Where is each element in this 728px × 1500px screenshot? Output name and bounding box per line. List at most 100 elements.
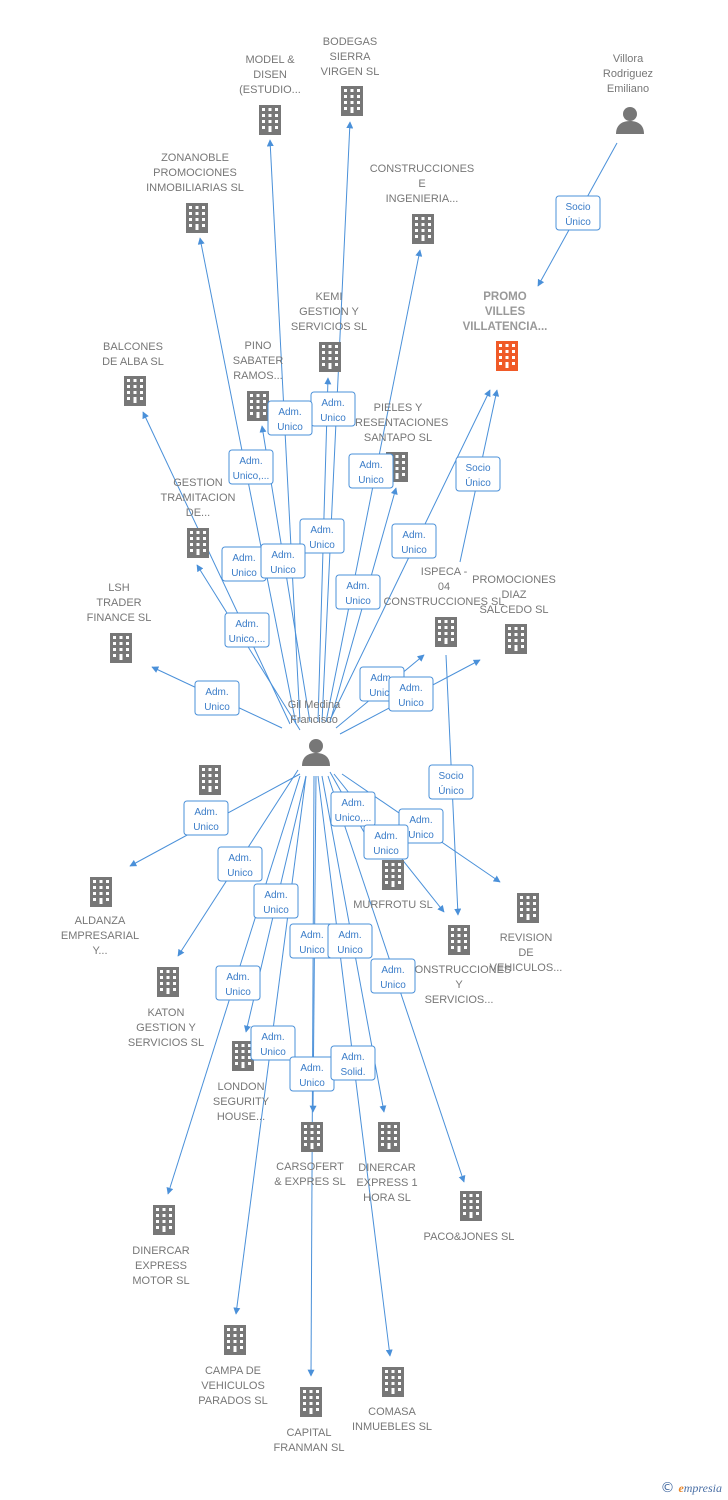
edge-label-gil-to-lsh[interactable]: Adm.Unico xyxy=(194,680,240,716)
node-london[interactable]: LONDONSEGURITYHOUSE... xyxy=(213,1041,270,1123)
edge-label-gil-to-murfrotu[interactable]: Adm.Unico,... xyxy=(330,791,376,827)
edge-label-text: Adm. xyxy=(264,890,287,901)
edge-label-gil-to-construcY[interactable]: Adm. Unico xyxy=(363,824,409,860)
node-carsofert[interactable]: CARSOFERT& EXPRES SL xyxy=(274,1122,346,1188)
edge-label-gil-to-katon[interactable]: Adm.Unico xyxy=(253,883,299,919)
edge-label-text: Unico xyxy=(358,475,384,486)
edge-label-box xyxy=(330,1045,376,1081)
node-label: Villora xyxy=(613,53,644,65)
edge-label-text: Unico xyxy=(204,702,230,713)
node-label: FRANMAN SL xyxy=(274,1442,345,1454)
building-icon xyxy=(496,341,518,371)
edge-label-gil-to-carsofert[interactable]: Adm.Unico xyxy=(327,923,373,959)
empresia-brand[interactable]: ©empresia xyxy=(660,1480,722,1496)
node-label: MODEL & xyxy=(245,54,295,66)
node-construcY[interactable]: CONSTRUCCIONESYSERVICIOS... xyxy=(407,925,512,1006)
edge-label-text: Unico,... xyxy=(229,634,266,645)
edge-label-gil-to-capital[interactable]: Adm.Solid. xyxy=(330,1045,376,1081)
edge-label-gil-to-kemi[interactable]: Adm.Unico xyxy=(299,518,345,554)
building-icon xyxy=(460,1191,482,1221)
edge-label-box xyxy=(224,612,270,648)
node-label: EMPRESARIAL xyxy=(61,930,139,942)
edge-label-gil-to-aldanza[interactable]: Adm.Unico xyxy=(217,846,263,882)
edge-label-text: Adm. xyxy=(226,972,249,983)
edge-label-text: Adm. xyxy=(374,831,397,842)
edge-label-text: Socio xyxy=(438,771,463,782)
edge-label-gil-to-model[interactable]: Adm.Unico,... xyxy=(228,449,274,485)
node-label: PROMOCIONES xyxy=(472,574,556,586)
edge-label-gil-to-campa[interactable]: Adm.Unico xyxy=(289,1056,335,1092)
node-label: ZONANOBLE xyxy=(161,152,229,164)
node-label: DIAZ xyxy=(501,589,526,601)
edge-label-box xyxy=(250,1025,296,1061)
node-revision[interactable]: REVISION DE VEHICULOS... xyxy=(490,893,563,974)
edge-label-text: Adm. xyxy=(310,525,333,536)
edge-label-gil-to-dinercar1[interactable]: Adm.Unico xyxy=(370,958,416,994)
edge-label-text: Unico xyxy=(373,846,399,857)
node-label: (ESTUDIO... xyxy=(239,84,301,96)
node-label: SERVICIOS... xyxy=(425,994,494,1006)
edge-label-gil-to-construcE[interactable]: Adm.Unico xyxy=(348,453,394,489)
node-murfrotu[interactable]: MURFROTU SL xyxy=(353,860,433,911)
edge-label-gil-to-zonanoble[interactable]: Adm.Unico xyxy=(221,546,267,582)
edge-label-gil-to-promo[interactable]: Adm.Unico xyxy=(391,523,437,559)
node-label: DE ALBA SL xyxy=(102,356,164,368)
building-icon xyxy=(301,1122,323,1152)
edge-label-gil-to-promodiaz[interactable]: Adm.Unico xyxy=(388,676,434,712)
edge-label-gil-to-bodegas[interactable]: Adm.Unico xyxy=(310,391,356,427)
node-label: SABATER xyxy=(233,355,284,367)
edge-label-box xyxy=(215,965,261,1001)
edge-label-box xyxy=(455,456,501,492)
edge-label-text: Adm. xyxy=(402,530,425,541)
edge-label-gil-to-balcones[interactable]: Adm.Unico,... xyxy=(224,612,270,648)
edge-label-box xyxy=(555,195,601,231)
node-label: EXPRESS 1 xyxy=(356,1177,417,1189)
edge-label-text: Unico xyxy=(231,568,257,579)
edge-label-gil-to-ofisl[interactable]: Adm.Unico xyxy=(183,800,229,836)
brand-initial: e xyxy=(678,1481,684,1495)
node-gestion[interactable]: GESTIONTRAMITACIONDE... xyxy=(161,477,236,558)
node-label: DE xyxy=(518,947,533,959)
edge-label-gil-to-pieles[interactable]: Adm.Unico xyxy=(335,574,381,610)
edge-label-gil-to-pino[interactable]: Adm.Unico xyxy=(267,400,313,436)
node-label: VEHICULOS... xyxy=(490,962,563,974)
node-promo[interactable]: PROMOVILLESVILLATENCIA... xyxy=(463,291,548,371)
building-icon xyxy=(157,967,179,997)
edge-label-gil-to-pacojones[interactable]: Adm.Unico xyxy=(215,965,261,1001)
edge-label-box xyxy=(363,824,409,860)
node-aldanza[interactable]: ALDANZAEMPRESARIALY... xyxy=(61,877,139,957)
node-construcE[interactable]: CONSTRUCCIONESEINGENIERIA... xyxy=(370,163,475,244)
node-pino[interactable]: PINOSABATERRAMOS... xyxy=(233,340,284,421)
edge-label-gil-to-dinercarM[interactable]: Adm.Unico xyxy=(250,1025,296,1061)
edge-label-text: Adm. xyxy=(261,1032,284,1043)
node-label: REVISION xyxy=(500,932,553,944)
node-label: DINERCAR xyxy=(132,1245,190,1257)
edge-label-text: Adm. xyxy=(300,1063,323,1074)
edge-label-gil-to-london[interactable]: Adm.Unico xyxy=(289,923,335,959)
edge-label-gil-to-gestion[interactable]: Adm.Unico xyxy=(260,543,306,579)
edge-label-text: Adm. xyxy=(399,683,422,694)
building-icon xyxy=(412,214,434,244)
edge-label-text: Socio xyxy=(565,202,590,213)
node-model[interactable]: MODEL &DISEN(ESTUDIO... xyxy=(239,54,301,135)
node-pacojones[interactable]: PACO&JONES SL xyxy=(424,1191,515,1243)
